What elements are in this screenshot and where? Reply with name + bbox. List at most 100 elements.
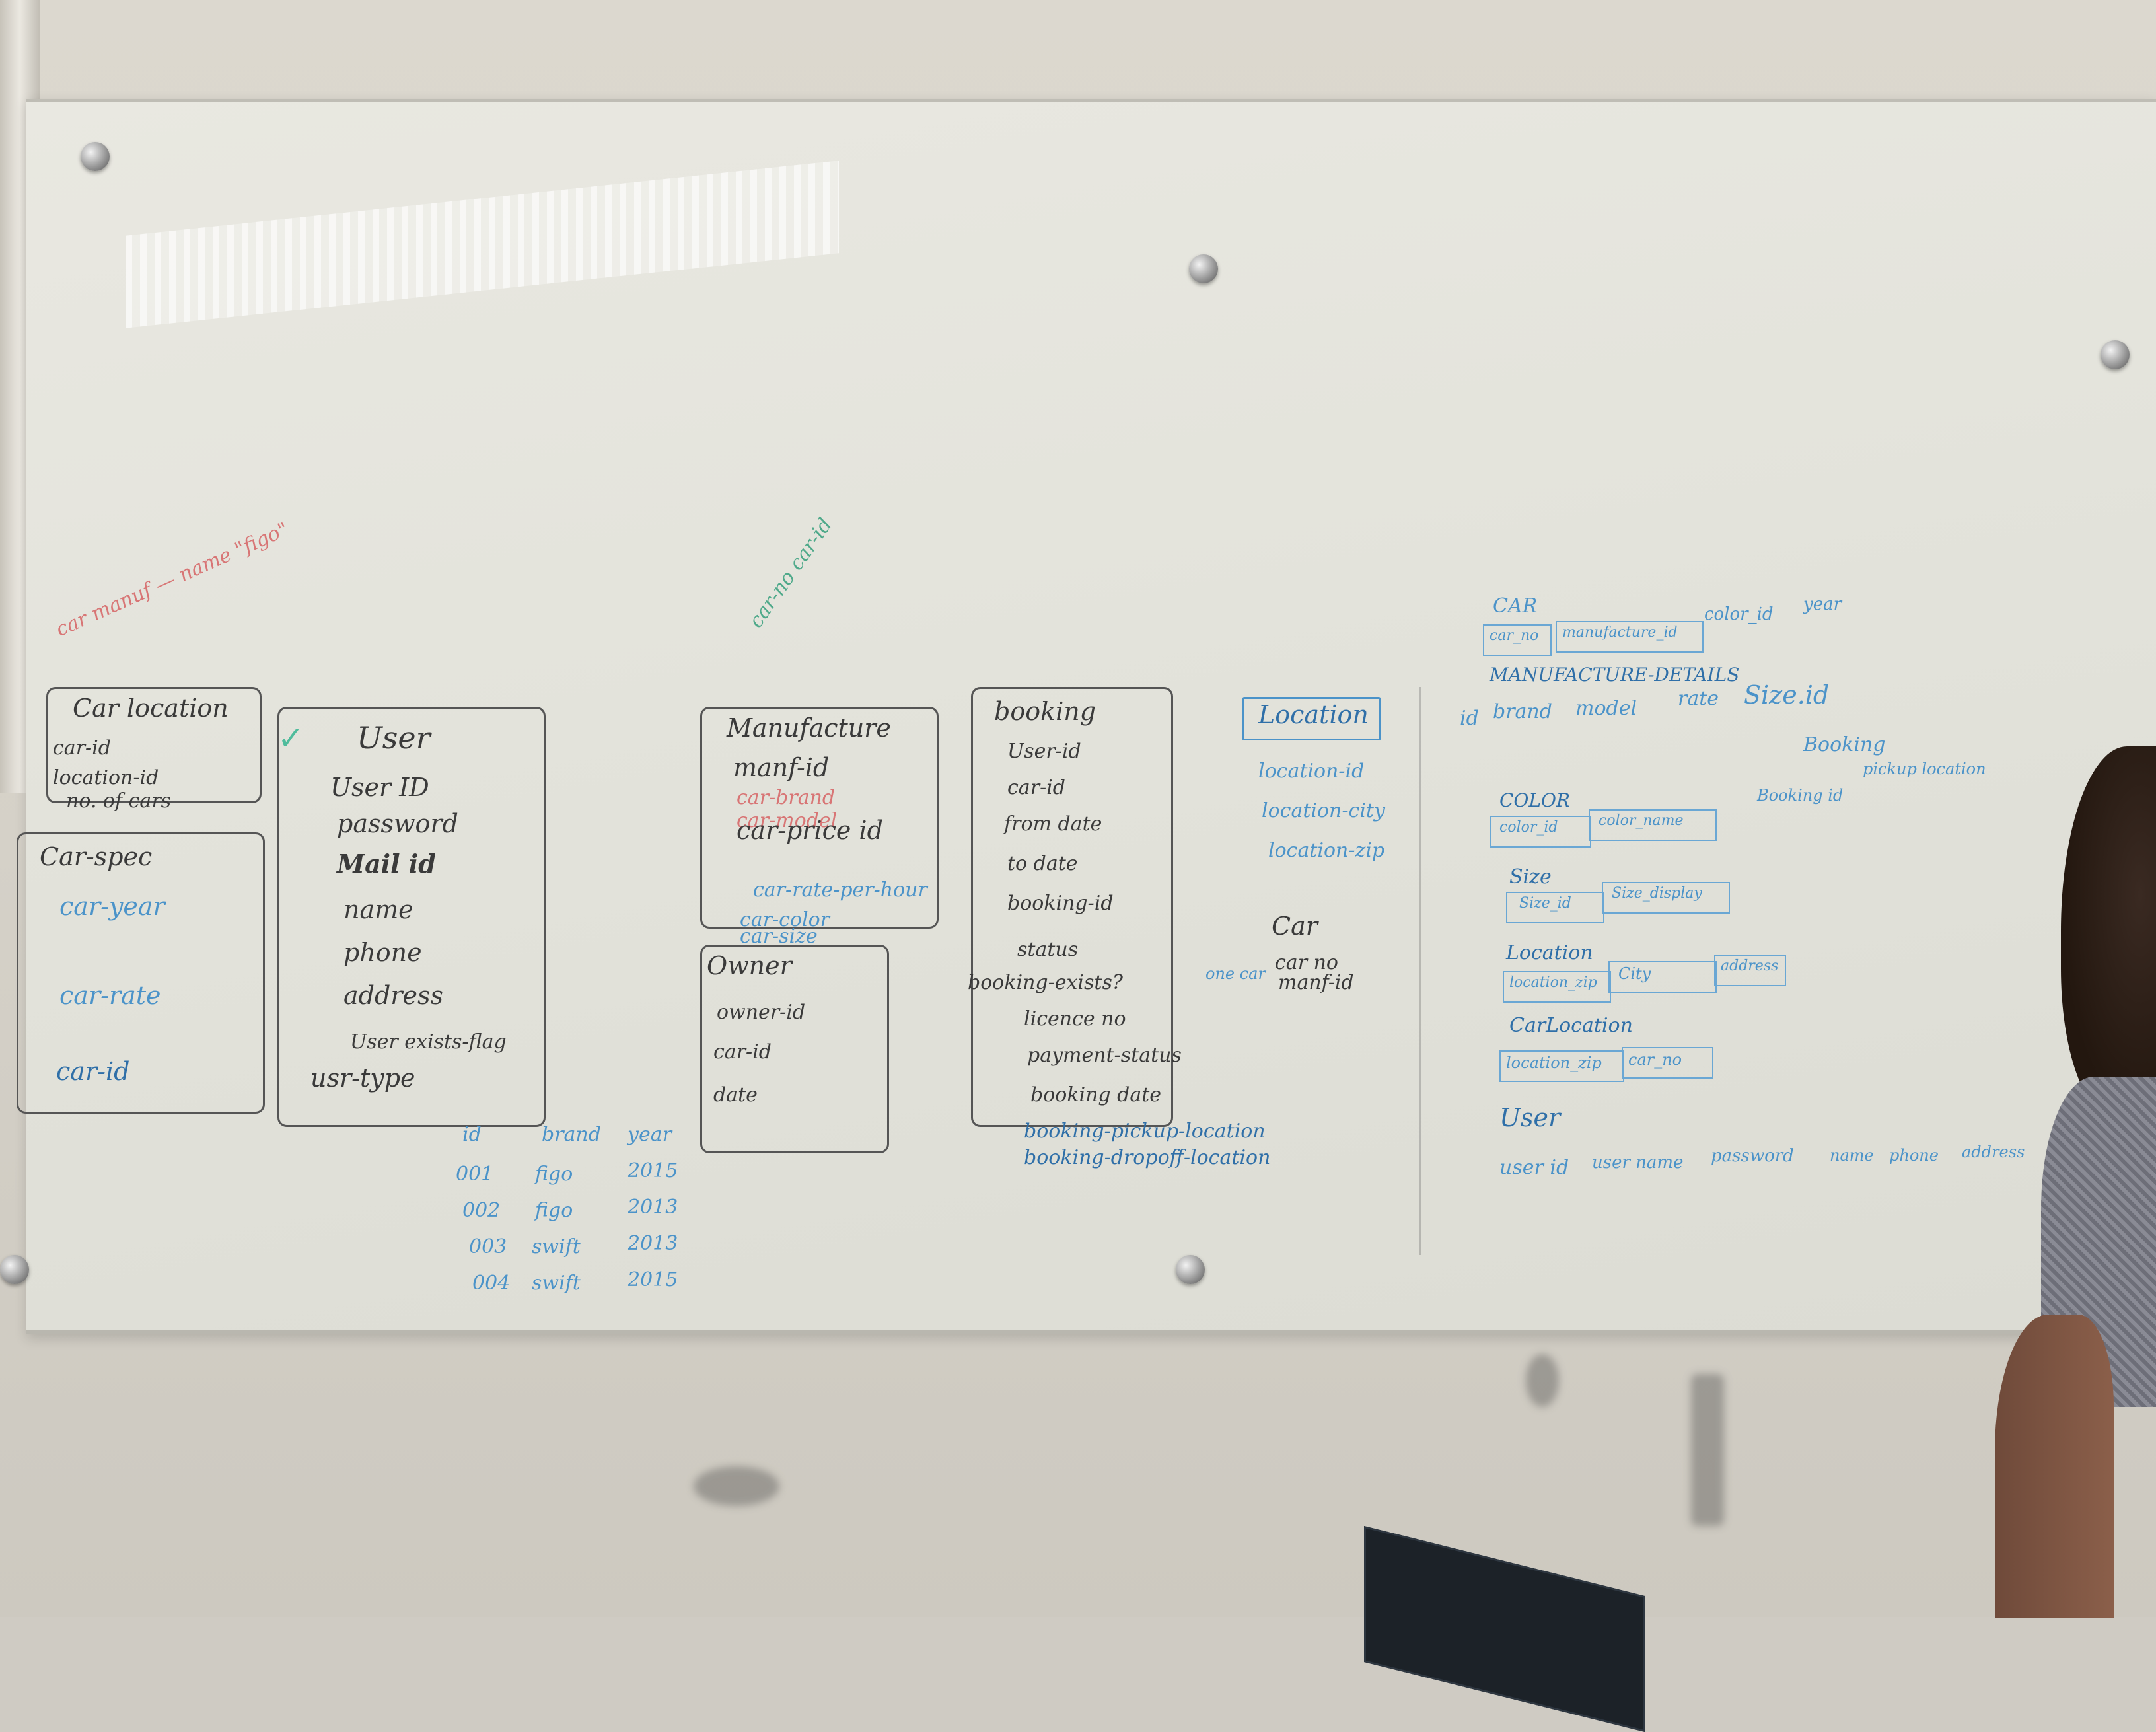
entity-field: no. of cars [66,789,172,812]
marker-smudge [1526,1354,1559,1407]
user-entity [277,707,546,1127]
mount-bolt-icon [2101,340,2130,369]
marker-smudge [694,1466,779,1506]
schema-col: year [1803,595,1842,614]
schema-cell [1506,892,1604,923]
entity-field: booking-id [1007,892,1114,915]
mount-bolt-icon [81,142,110,171]
entity-field: booking-dropoff-location [1024,1146,1271,1169]
entity-field: booking-pickup-location [1024,1120,1266,1143]
sample-table-cell: 2015 [628,1159,678,1182]
schema-col: color_id [1704,604,1774,624]
owner-entity [700,945,889,1153]
entity-field: phone [343,938,422,967]
schema-col: car_no [1628,1050,1682,1069]
entity-field: car-size [740,925,818,948]
schema-col: model [1575,697,1637,720]
schema-cell [1589,809,1717,841]
divider-line [1419,687,1421,1255]
entity-field: booking-exists? [968,971,1123,994]
mount-bolt-icon [1176,1255,1205,1284]
entity-title: Manufacture [727,713,891,742]
entity-field: car-year [59,892,165,921]
schema-title: Size [1509,865,1552,888]
schema-col: pickup location [1863,760,1986,778]
sample-table-cell: swift [532,1235,581,1258]
mount-bolt-icon [1189,254,1218,283]
sample-table-cell: 002 [462,1199,501,1222]
sample-table-cell: swift [532,1272,581,1295]
entity-field: car-rate-per-hour [753,879,927,902]
entity-field: status [1017,938,1079,961]
entity-field: car-price id [737,816,883,845]
entity-field: User ID [330,773,429,802]
schema-col: rate [1678,687,1719,710]
sample-table-cell: 003 [469,1235,507,1258]
schema-cell [1503,971,1611,1003]
sample-table-cell: 2013 [628,1232,678,1255]
entity-field: to date [1007,852,1078,875]
entity-field: car-id [713,1040,772,1064]
sample-table-cell: 2013 [628,1196,678,1219]
sample-table-cell: 004 [472,1272,511,1295]
sample-table-cell: figo [535,1163,573,1186]
glass-whiteboard [26,99,2156,1334]
side-note: one car [1205,964,1266,983]
schema-col: Size.id [1744,680,1830,709]
schema-cell [1490,816,1591,848]
schema-title: Location [1506,941,1593,964]
schema-col: Size_id [1519,895,1571,912]
schema-col: password [1711,1146,1794,1166]
schema-col: color_name [1599,812,1684,829]
schema-title: CAR [1493,595,1538,618]
schema-cell [1499,1050,1624,1082]
schema-cell [1608,961,1717,993]
entity-field: car-id [1007,776,1065,799]
marker-smudge [1691,1374,1724,1526]
entity-title: Car [1272,912,1318,941]
entity-field: location-id [53,766,159,789]
entity-field: User exists-flag [350,1030,507,1054]
entity-field: password [337,809,458,838]
entity-field: location-city [1262,799,1385,822]
schema-col: Size_display [1612,885,1702,902]
schema-title: COLOR [1499,789,1571,811]
entity-field: licence no [1024,1007,1126,1030]
schema-title: Booking [1803,733,1886,756]
schema-col: phone [1889,1146,1939,1165]
entity-field: car-brand [737,786,836,809]
schema-col: user name [1592,1153,1684,1173]
entity-field: car-rate [59,981,161,1010]
entity-field: car-id [56,1057,130,1086]
schema-col: Booking id [1757,786,1844,805]
person-arm [1995,1315,2114,1618]
entity-field: owner-id [717,1001,806,1024]
entity-title: Location [1258,700,1369,729]
schema-title: CarLocation [1509,1014,1633,1037]
schema-col: car_no [1490,628,1539,644]
sample-table-cell: 001 [456,1163,494,1186]
sample-table-cell: figo [535,1199,573,1222]
location-title-box [1242,697,1381,740]
entity-field: from date [1004,812,1102,836]
sample-table-header: year [628,1123,672,1146]
entity-field: car no [1275,951,1338,974]
entity-field: booking date [1030,1083,1162,1106]
schema-col: brand [1493,700,1552,723]
entity-field: manf-id [733,753,830,782]
schema-title: User [1499,1103,1561,1132]
schema-col: address [1962,1143,2025,1161]
schema-title: MANUFACTURE-DETAILS [1490,664,1740,686]
schema-col: address [1721,958,1779,974]
entity-field: Mail id [337,849,436,879]
entity-field: manf-id [1278,971,1354,994]
entity-field: car-model [737,809,838,832]
entity-field: location-zip [1268,839,1385,862]
entity-title: User [357,720,431,756]
entity-title: booking [994,697,1096,726]
schema-col: name [1830,1146,1874,1165]
sample-table-header: brand [542,1123,601,1146]
schema-cell [1602,882,1730,914]
entity-title: Owner [707,951,792,980]
entity-field: date [713,1083,758,1106]
